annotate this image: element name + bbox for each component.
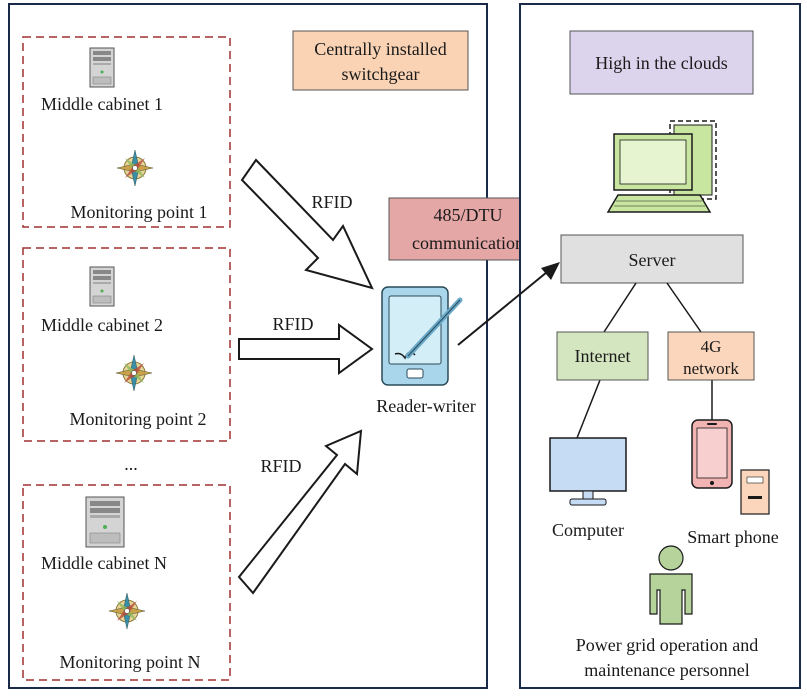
internet-box (556, 331, 649, 381)
ellipsis: ... (124, 454, 138, 474)
server-label: Server (629, 250, 676, 270)
smart-phone-icon (691, 419, 733, 489)
compass-sensor-icon (116, 149, 154, 187)
rfid-arrow-3 (237, 429, 363, 595)
compass-sensor-icon (108, 592, 146, 630)
internet-label: Internet (575, 346, 631, 366)
cabinet-label-n: Middle cabinet N (41, 553, 167, 573)
pc-tower-icon (740, 469, 770, 515)
reader-writer-label: Reader-writer (376, 396, 476, 416)
reader-writer-tablet-icon (381, 286, 463, 386)
monitoring-point-label-1: Monitoring point 1 (70, 202, 207, 222)
cabinet-group-1 (22, 36, 231, 228)
4g-network-label-line2: network (683, 359, 739, 378)
personnel-label-line2: maintenance personnel (584, 660, 749, 680)
person-icon (649, 545, 693, 625)
cabinet-icon (89, 266, 115, 307)
internet-computer-link (576, 379, 601, 439)
rfid-label-1: RFID (311, 192, 352, 212)
cabinet-group-n (22, 484, 231, 681)
smart-phone-label: Smart phone (687, 527, 779, 547)
rfid-label-3: RFID (260, 456, 301, 476)
rfid-arrow-1 (240, 158, 374, 290)
server-4g-link (666, 282, 702, 333)
monitoring-point-label-n: Monitoring point N (59, 652, 200, 672)
cabinet-label-1: Middle cabinet 1 (41, 94, 163, 114)
switchgear-label-line1: Centrally installed (314, 39, 446, 59)
cloud-label: High in the clouds (595, 53, 728, 73)
compass-sensor-icon (115, 354, 153, 392)
data-link-arrow (457, 271, 548, 346)
server-internet-link (603, 282, 637, 333)
rfid-arrow-2 (238, 323, 374, 375)
switchgear-label-line2: switchgear (342, 64, 420, 84)
computer-monitor-icon (549, 437, 627, 506)
computer-label: Computer (552, 520, 624, 540)
communication-label-line2: communication (412, 233, 524, 253)
switchgear-box (292, 30, 469, 91)
cabinet-icon (85, 496, 125, 548)
4g-network-box (667, 331, 755, 381)
server-box (560, 234, 744, 284)
server-computer-icon (606, 120, 717, 213)
cloud-box (569, 30, 754, 95)
communication-label-line1: 485/DTU (434, 205, 503, 225)
cabinet-group-2 (22, 247, 231, 442)
data-link-arrowhead (541, 262, 560, 280)
monitoring-point-label-2: Monitoring point 2 (69, 409, 206, 429)
rfid-label-2: RFID (272, 314, 313, 334)
personnel-label-line1: Power grid operation and (576, 635, 758, 655)
4g-network-label-line1: 4G (701, 337, 722, 356)
cabinet-label-2: Middle cabinet 2 (41, 315, 163, 335)
cabinet-icon (89, 47, 115, 88)
